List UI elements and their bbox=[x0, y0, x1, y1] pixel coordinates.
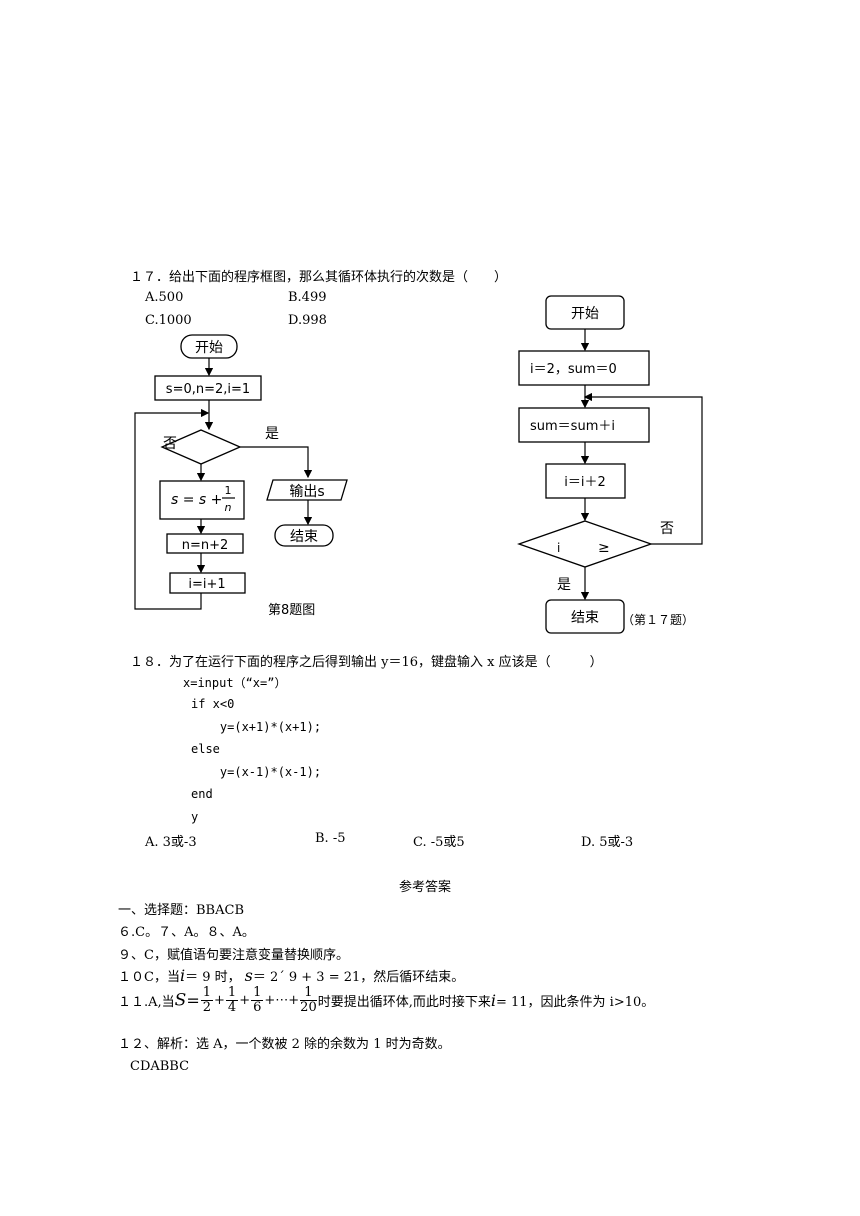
fig17-end-label: 结束 bbox=[571, 610, 599, 626]
q18-code-line: if x<0 bbox=[191, 697, 235, 711]
fig17-init-label: i＝2，sum＝0 bbox=[530, 362, 617, 377]
fig8-body-num: 1 bbox=[225, 484, 232, 497]
q17-stem: １７．给出下面的程序框图，那么其循环体执行的次数是（ ） bbox=[130, 270, 508, 285]
q17-option-c: C.1000 bbox=[145, 313, 192, 328]
fig17-step-box bbox=[545, 463, 626, 499]
fig17-step-label: i＝i＋2 bbox=[564, 475, 606, 490]
fig8-output-label: 输出s bbox=[289, 484, 324, 500]
fig8-no-label: 否 bbox=[163, 436, 177, 452]
fig17-cond-left: i bbox=[557, 541, 560, 555]
q18-code-line: end bbox=[191, 787, 213, 801]
fig8-yes-label: 是 bbox=[265, 426, 279, 442]
q18-stem: １８．为了在运行下面的程序之后得到输出 y＝16，键盘输入 x 应该是（ ） bbox=[130, 655, 603, 670]
q18-option-c: C. -5或5 bbox=[413, 835, 465, 850]
fig8-init-label: s=0,n=2,i=1 bbox=[166, 382, 250, 397]
fig8-step-i-box bbox=[169, 572, 246, 594]
fig8-body-lhs: s = s + bbox=[171, 492, 222, 508]
fig8-body-box bbox=[159, 480, 245, 520]
q18-code-line: else bbox=[191, 742, 220, 756]
fig8-step-n-label: n=n+2 bbox=[182, 538, 229, 553]
fig17-cond-right: ≥ bbox=[598, 540, 610, 556]
q18-code-line: x=input（“x=”） bbox=[183, 676, 287, 690]
fig17-caption: （第１７题） bbox=[622, 613, 695, 627]
flowchart-fig17: 开始 i＝2，sum＝0 sum＝sum＋i i＝i＋2 i ≥ 否 是 结束 bbox=[517, 295, 703, 634]
answers-line: ９、C，赋值语句要注意变量替换顺序。 bbox=[118, 948, 349, 963]
answers-line: 一、选择题：BBACB bbox=[118, 903, 244, 918]
answers-line: CDABBC bbox=[130, 1059, 190, 1074]
fig17-body-box bbox=[518, 407, 650, 443]
fig8-step-n-box bbox=[166, 533, 244, 554]
q18-option-a: A. 3或-3 bbox=[145, 835, 197, 850]
fig17-yes-label: 是 bbox=[557, 577, 571, 593]
answers-title: 参考答案 bbox=[399, 880, 452, 895]
fig8-caption: 第8题图 bbox=[268, 603, 315, 618]
answers-line-10: １０C，当i＝ 9 时，s＝ 2´ 9 + 3 = 21，然后循环结束。 bbox=[118, 966, 465, 985]
q18-code-line: y bbox=[191, 810, 199, 824]
fig17-init-box bbox=[518, 350, 650, 386]
fig8-end-label: 结束 bbox=[290, 529, 318, 545]
fig8-start-label: 开始 bbox=[195, 340, 223, 356]
fig17-end-terminal bbox=[545, 599, 625, 634]
answers-line: １２、解析：选 A，一个数被 2 除的余数为 1 时为奇数。 bbox=[118, 1037, 451, 1052]
q17-option-d: D.998 bbox=[288, 313, 327, 328]
fig8-body-den: n bbox=[225, 501, 232, 514]
fig8-end-terminal bbox=[274, 524, 334, 547]
fig8-step-i-label: i=i+1 bbox=[188, 577, 225, 592]
fig17-condition-diamond bbox=[517, 520, 653, 568]
q18-option-d: D. 5或-3 bbox=[581, 835, 634, 850]
fig8-output-parallelogram bbox=[266, 479, 348, 501]
fig17-no-label: 否 bbox=[660, 521, 674, 537]
q18-code-line: y=(x-1)*(x-1); bbox=[191, 765, 322, 779]
q18-code-line: y=(x+1)*(x+1); bbox=[191, 720, 322, 734]
q18-option-b: B. -5 bbox=[315, 831, 346, 846]
fig8-init-box bbox=[154, 375, 262, 401]
fig17-body-label: sum＝sum＋i bbox=[530, 419, 615, 434]
fig17-start-label: 开始 bbox=[571, 306, 599, 322]
q17-option-b: B.499 bbox=[288, 290, 327, 305]
answers-line: ６.C。７、A。８、A。 bbox=[118, 925, 255, 940]
q17-option-a: A.500 bbox=[145, 290, 184, 305]
flowchart-fig8: 开始 s=0,n=2,i=1 是 否 s = s + 1 n n=n+2 i=i… bbox=[134, 334, 348, 618]
